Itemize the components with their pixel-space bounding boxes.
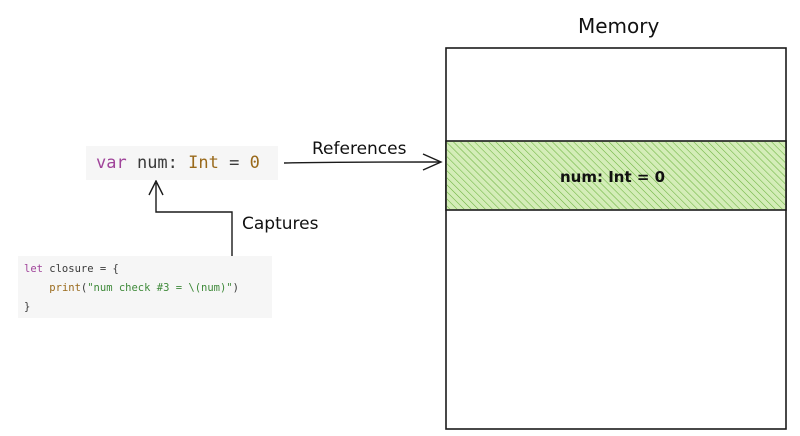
memory-box: [445, 47, 787, 430]
variable-type: Int: [188, 153, 219, 173]
variable-value: 0: [249, 153, 260, 173]
closure-code-block: let closure = { print("num check #3 = \(…: [18, 256, 272, 318]
memory-cell-label: num: Int = 0: [560, 168, 666, 186]
captures-arrow-line: [155, 183, 233, 278]
memory-title: Memory: [578, 14, 660, 38]
variable-code-block: var num: Int = 0: [86, 146, 278, 180]
references-arrow-line: [283, 161, 441, 164]
captures-label: Captures: [242, 214, 319, 234]
print-function: print: [49, 282, 81, 294]
open-paren: (: [80, 282, 88, 294]
closure-declaration: closure = {: [42, 263, 119, 275]
code-indent: [24, 282, 49, 294]
keyword-let: let: [24, 263, 43, 275]
code-line-1: let closure = {: [24, 260, 266, 279]
variable-name: num:: [126, 153, 189, 173]
code-line-3: }: [24, 298, 266, 317]
close-paren: ): [232, 282, 239, 294]
keyword-var: var: [96, 153, 127, 173]
closing-brace: }: [24, 301, 31, 313]
code-line-2: print("num check #3 = \(num)"): [24, 279, 266, 298]
references-label: References: [312, 139, 407, 159]
captures-arrow-head: [148, 179, 164, 196]
memory-cell-hatch: [447, 142, 785, 209]
variable-equals: =: [218, 153, 250, 173]
print-string: "num check #3 = \(num)": [87, 282, 233, 294]
references-arrow-head: [422, 153, 443, 171]
